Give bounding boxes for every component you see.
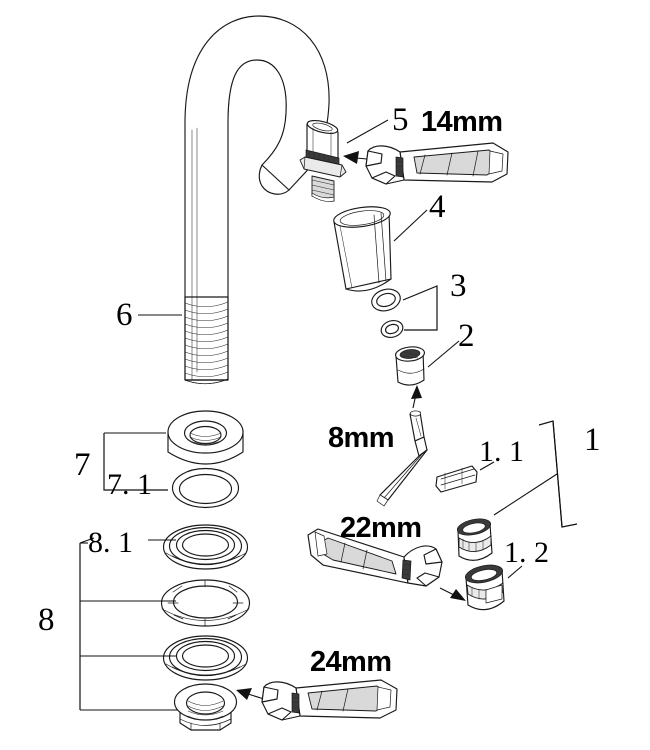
aerator-mesh [401,351,419,359]
tool-label-14mm: 14mm [421,106,503,138]
part-7-escutcheon-cap [167,410,244,465]
lock-nut-inner-thread [187,700,224,721]
tool-label-22mm: 22mm [340,512,422,544]
callout-7: 7 [74,447,91,483]
part-1-2-lower-aerator-ring [464,564,505,611]
bracket-1 [493,420,578,528]
tool-wrench-22mm [307,528,443,587]
bracket-7 [103,432,168,491]
part-8-hex-lock-nut [173,683,238,731]
callout-2: 2 [458,318,475,354]
arrow-wrench-to-aerator-ring [439,587,466,601]
callout-6: 6 [116,297,133,333]
callout-3: 3 [450,268,467,304]
part-8-lower-washer [162,635,249,681]
callout-7-1: 7. 1 [107,468,152,501]
spout-thread-hatching [184,301,229,385]
part-7-1-base-gasket [171,467,240,509]
part-5-cartridge-valve [299,119,347,202]
part-1-1-flat-washer [435,465,478,493]
arrow-hexkey-to-aerator [411,385,422,409]
bracket-8 [79,542,88,710]
part-4-spout-sleeve [333,206,392,292]
part-3-o-ring-small [380,319,404,339]
callout-5: 5 [392,102,409,138]
callout-1-2: 1. 2 [504,536,549,569]
leader-line-4 [393,209,428,242]
part-8-1-upper-washer [162,524,249,570]
aerator-ring-knurl-upper [462,538,484,553]
part-2-aerator-insert [394,346,426,386]
callout-1-1: 1. 1 [479,435,524,468]
tool-hex-key-8mm [376,410,428,507]
cartridge-lower-thread [311,179,335,196]
tool-wrench-14mm [365,142,509,185]
callout-8-1: 8. 1 [88,526,133,559]
leader-line-5 [346,119,389,144]
leader-line-1-1 [479,461,495,471]
leader-line-1-2 [507,565,523,579]
tool-wrench-24mm [261,679,398,721]
tool-label-24mm: 24mm [310,646,392,678]
part-1-upper-aerator-ring [456,518,493,561]
leader-line-2 [427,340,460,368]
callout-8: 8 [38,602,55,638]
part-6-gooseneck-spout [184,15,330,385]
callout-1: 1 [584,422,601,458]
escutcheon-inner-thread [189,432,222,445]
arrow-wrench-to-locknut [236,688,265,700]
callout-4: 4 [429,189,446,225]
leader-line-8-1-tick [79,537,95,544]
tool-label-8mm: 8mm [328,422,395,454]
part-8-spline-lock-ring [160,579,251,627]
bracket-3 [402,285,438,331]
part-3-o-ring-large [371,288,401,312]
